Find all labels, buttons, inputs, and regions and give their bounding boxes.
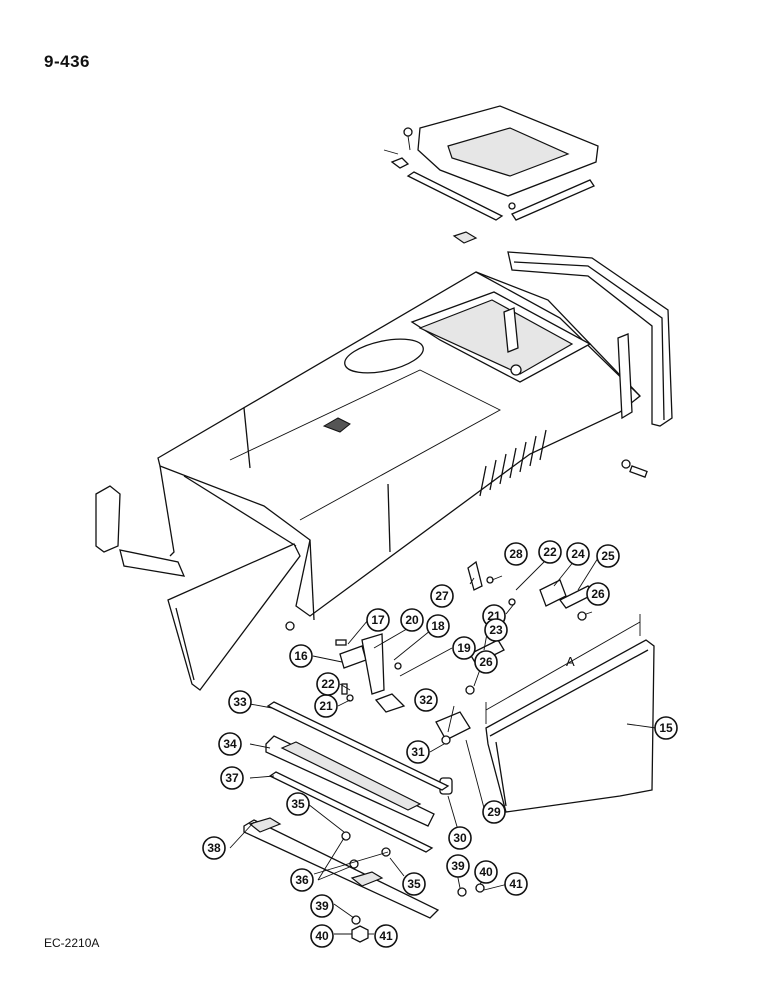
- svg-text:41: 41: [509, 877, 523, 891]
- callout-28: 28: [504, 542, 528, 566]
- callout-35-lower: 35: [402, 872, 426, 896]
- svg-text:24: 24: [571, 547, 585, 561]
- svg-text:19: 19: [457, 641, 471, 655]
- hood-vent-louvers: [479, 429, 547, 497]
- callout-19: 19: [452, 636, 476, 660]
- callout-25: 25: [596, 544, 620, 568]
- engine-hood: [157, 271, 641, 621]
- svg-text:31: 31: [411, 745, 425, 759]
- callout-15: 15: [654, 716, 678, 740]
- svg-text:35: 35: [291, 797, 305, 811]
- svg-text:36: 36: [295, 873, 309, 887]
- svg-text:30: 30: [453, 831, 467, 845]
- dimension-a: A: [485, 614, 641, 724]
- callout-22-right: 22: [538, 540, 562, 564]
- svg-text:40: 40: [479, 865, 493, 879]
- svg-text:39: 39: [315, 899, 329, 913]
- callout-29: 29: [482, 800, 506, 824]
- callout-39-left: 39: [310, 894, 334, 918]
- callout-18: 18: [426, 614, 450, 638]
- svg-text:25: 25: [601, 549, 615, 563]
- svg-text:26: 26: [591, 587, 605, 601]
- callout-41-right: 41: [504, 872, 528, 896]
- svg-text:22: 22: [321, 677, 335, 691]
- callout-26-upper: 26: [586, 582, 610, 606]
- callout-35-upper: 35: [286, 792, 310, 816]
- left-side-panel: [167, 543, 301, 691]
- grille-surround: [507, 251, 673, 427]
- callout-16: 16: [289, 644, 313, 668]
- svg-text:27: 27: [435, 589, 449, 603]
- callout-17: 17: [366, 608, 390, 632]
- callout-40-left: 40: [310, 924, 334, 948]
- svg-text:16: 16: [294, 649, 308, 663]
- callout-36: 36: [290, 868, 314, 892]
- svg-text:29: 29: [487, 805, 501, 819]
- svg-text:20: 20: [405, 613, 419, 627]
- svg-text:35: 35: [407, 877, 421, 891]
- top-panel-seal-strips: [406, 171, 595, 221]
- callout-24: 24: [566, 542, 590, 566]
- panel-latch-clip: [452, 231, 478, 244]
- svg-text:21: 21: [319, 699, 333, 713]
- top-access-panel: [383, 105, 599, 197]
- page-reference: 9-436: [44, 52, 90, 71]
- svg-text:26: 26: [479, 655, 493, 669]
- right-side-panel: [485, 639, 655, 813]
- callout-41-left: 41: [374, 924, 398, 948]
- svg-text:33: 33: [233, 695, 247, 709]
- svg-text:41: 41: [379, 929, 393, 943]
- svg-text:15: 15: [659, 721, 673, 735]
- callout-23: 23: [484, 618, 508, 642]
- svg-text:34: 34: [223, 737, 237, 751]
- callout-21-left: 21: [314, 694, 338, 718]
- lower-rail-set: [243, 701, 485, 943]
- callout-31: 31: [406, 740, 430, 764]
- svg-text:23: 23: [489, 623, 503, 637]
- svg-text:18: 18: [431, 619, 445, 633]
- hood-side-rubber-block: [95, 485, 186, 577]
- callout-32: 32: [414, 688, 438, 712]
- svg-text:28: 28: [509, 547, 523, 561]
- callout-30: 30: [448, 826, 472, 850]
- callout-33: 33: [228, 690, 252, 714]
- callout-40-right: 40: [474, 860, 498, 884]
- drawing-code: EC-2210A: [44, 936, 100, 950]
- side-bolt-washer: [621, 459, 648, 478]
- svg-text:37: 37: [225, 771, 239, 785]
- callout-37: 37: [220, 766, 244, 790]
- svg-text:22: 22: [543, 545, 557, 559]
- svg-text:17: 17: [371, 613, 385, 627]
- callout-20: 20: [400, 608, 424, 632]
- callout-39-right: 39: [446, 854, 470, 878]
- svg-text:38: 38: [207, 841, 221, 855]
- dimension-a-label: A: [566, 654, 575, 669]
- callout-38: 38: [202, 836, 226, 860]
- callout-26-lower: 26: [474, 650, 498, 674]
- left-panel-fastener: [285, 621, 295, 631]
- callout-27: 27: [430, 584, 454, 608]
- svg-text:39: 39: [451, 859, 465, 873]
- svg-text:40: 40: [315, 929, 329, 943]
- callout-34: 34: [218, 732, 242, 756]
- callout-22-left: 22: [316, 672, 340, 696]
- svg-text:32: 32: [419, 693, 433, 707]
